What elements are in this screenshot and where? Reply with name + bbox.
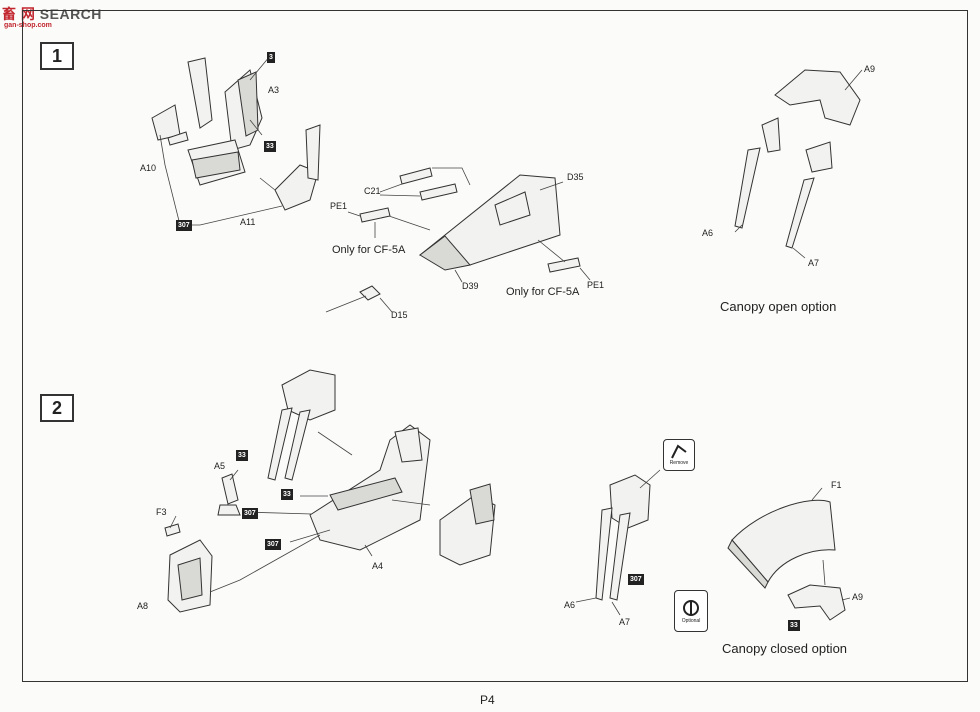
canopy-open-caption: Canopy open option [720,299,837,314]
canopy-open-drawing [734,69,861,249]
remove-icon: Remove [663,439,695,471]
cf5a-note: Only for CF-5A [332,244,406,256]
paint-code-badge: 307 [176,220,192,231]
paint-code-badge: 33 [236,450,248,461]
part-label-f1: F1 [831,480,842,490]
part-label-a9: A9 [852,592,864,602]
part-label-a10: A10 [140,163,157,173]
paint-code-badge: 3 [267,52,275,63]
optional-icon: Optional [674,590,708,632]
part-label-c21: C21 [364,186,381,196]
part-label-a7: A7 [619,617,631,627]
paint-code-badge: 307 [628,574,644,585]
part-label-pe1: PE1 [330,201,348,211]
cf5a-note: Only for CF-5A [506,286,580,298]
logo-url: gan-shop.com [4,22,52,29]
optional-glyph-icon [683,600,699,616]
part-label-a3: A3 [268,85,280,95]
nose-cone-drawing [325,167,581,313]
part-label-a7: A7 [808,258,820,268]
paint-code-badge: 307 [242,508,258,519]
part-label-d35: D35 [567,172,584,182]
part-label-d39: D39 [462,281,479,291]
part-label-pe1: PE1 [587,280,605,290]
cockpit-tub-drawing [164,369,496,613]
step-1-badge: 1 [40,42,74,70]
remove-glyph-icon [671,444,687,459]
part-label-a8: A8 [137,601,149,611]
ejection-seat-drawing [151,57,321,211]
part-label-d15: D15 [391,310,408,320]
part-label-a5: A5 [214,461,226,471]
part-label-a9: A9 [864,64,876,74]
paint-code-badge: 33 [281,489,293,500]
optional-icon-label: Optional [681,618,701,624]
part-label-a6: A6 [564,600,576,610]
canopy-closed-caption: Canopy closed option [722,641,848,656]
part-label-a6: A6 [702,228,714,238]
part-label-a11: A11 [240,217,256,227]
paint-code-badge: 307 [265,539,281,550]
part-label-a4: A4 [372,561,384,571]
page-frame [22,10,968,682]
part-label-f3: F3 [156,507,167,517]
canopy-closed-drawing [595,474,846,621]
page-number: P4 [480,693,495,707]
paint-code-badge: 33 [788,620,800,631]
paint-code-badge: 33 [264,141,276,152]
step-2-badge: 2 [40,394,74,422]
remove-icon-label: Remove [669,460,689,466]
